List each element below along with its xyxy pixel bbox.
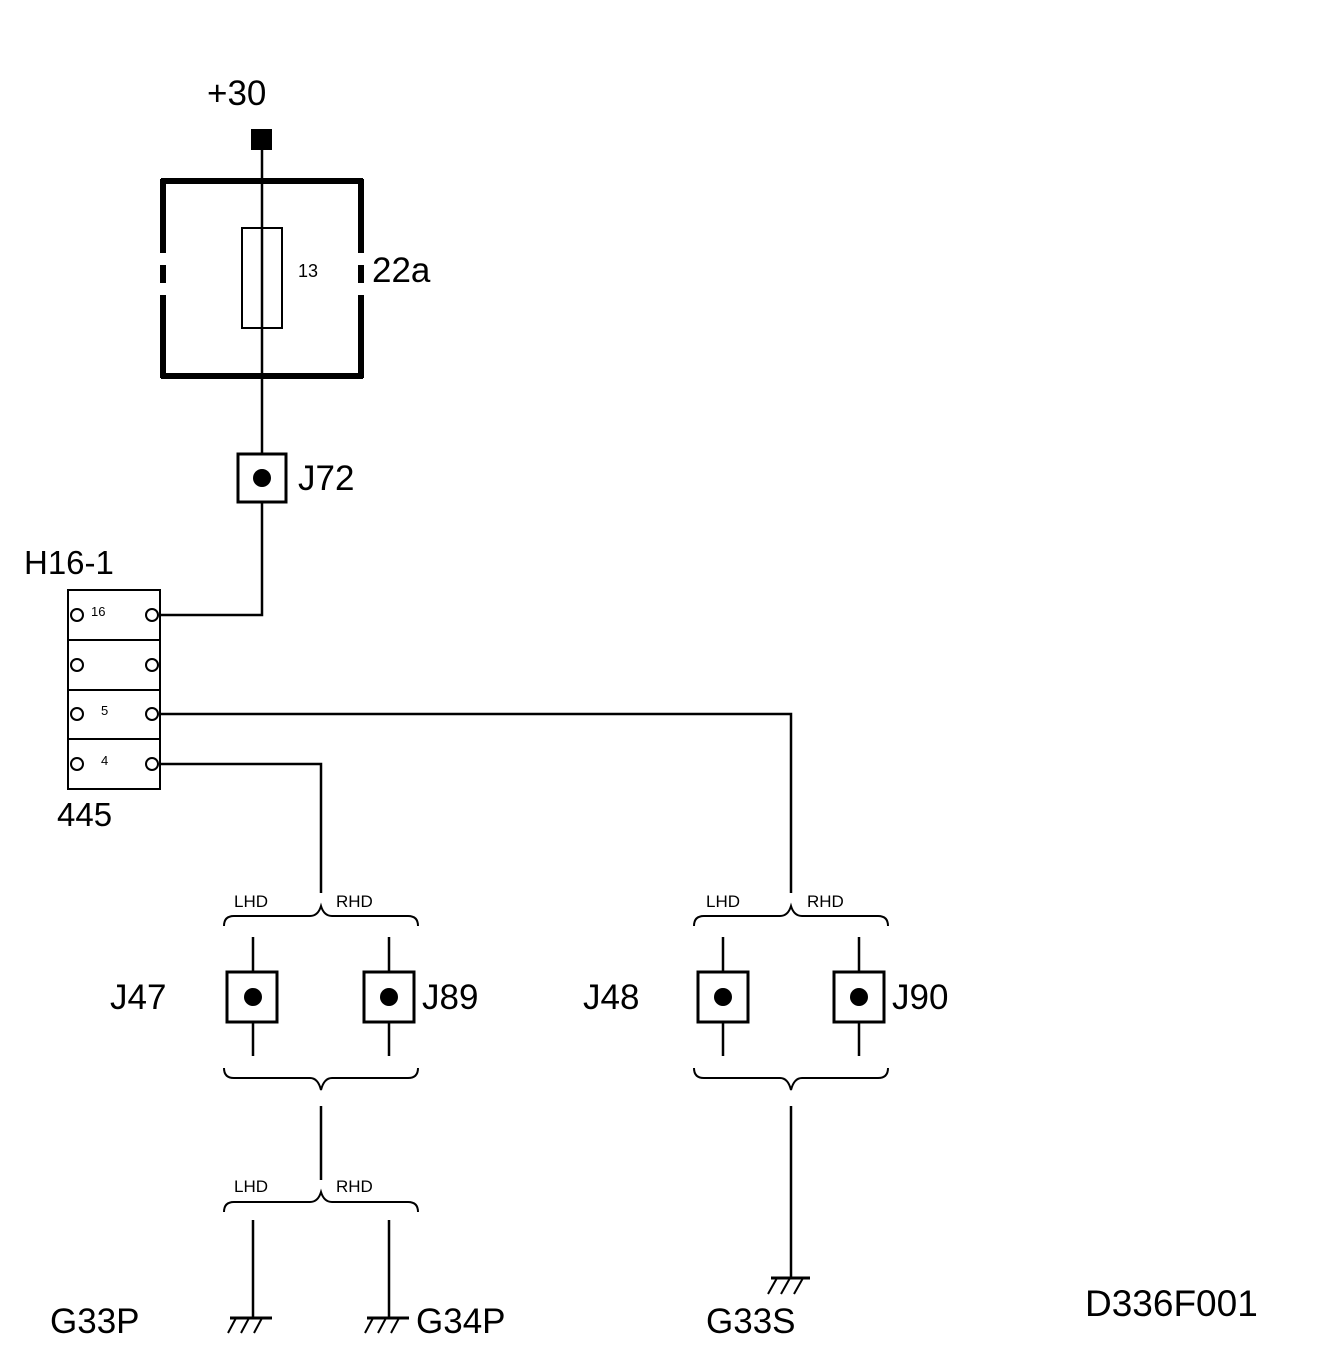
j89-node [380,988,398,1006]
connector-name: H16-1 [24,544,114,581]
wire-j72-to-pin16 [160,502,264,617]
wire-pin5-to-right-branch [160,712,793,893]
connector-pin-5: 5 [101,703,108,718]
g33s-ground-icon [767,1276,810,1295]
j47-node [244,988,262,1006]
g33s-label: G33S [706,1302,796,1341]
right-lhd-label: LHD [706,892,740,911]
diagram-id: D336F001 [1085,1283,1258,1324]
g33p-label: G33P [50,1302,140,1341]
j90-label: J90 [892,978,948,1017]
right-rhd-label: RHD [807,892,844,911]
fusebox [160,178,364,379]
j90-node [850,988,868,1006]
connector-body [67,589,161,790]
ground-rhd-label: RHD [336,1177,373,1196]
connector-pin-4: 4 [101,753,108,768]
ground-option-bracket [223,1188,419,1213]
fuse-number: 13 [298,261,318,281]
left-lhd-label: LHD [234,892,268,911]
j48-node [714,988,732,1006]
fusebox-label: 22a [372,251,431,290]
connector-pin-16: 16 [91,604,105,619]
g34p-ground-icon [364,1316,409,1334]
right-join-bracket [693,1067,889,1091]
connector-number: 445 [57,796,112,833]
wire-pin4-to-left-branch [160,762,323,893]
left-option-bracket [223,902,419,927]
j47-label: J47 [110,978,166,1017]
fuse-body [241,227,283,329]
supply-label: +30 [207,74,266,113]
j48-label: J48 [583,978,639,1017]
j89-label: J89 [422,978,478,1017]
g33p-ground-icon [227,1316,272,1334]
supply-terminal [251,129,272,150]
g34p-label: G34P [416,1302,506,1341]
left-join-bracket [223,1067,419,1091]
ground-lhd-label: LHD [234,1177,268,1196]
left-rhd-label: RHD [336,892,373,911]
connector-pin-circles [70,608,159,771]
right-option-bracket [693,902,889,927]
j72-label: J72 [298,459,354,498]
j72-node [253,469,271,487]
